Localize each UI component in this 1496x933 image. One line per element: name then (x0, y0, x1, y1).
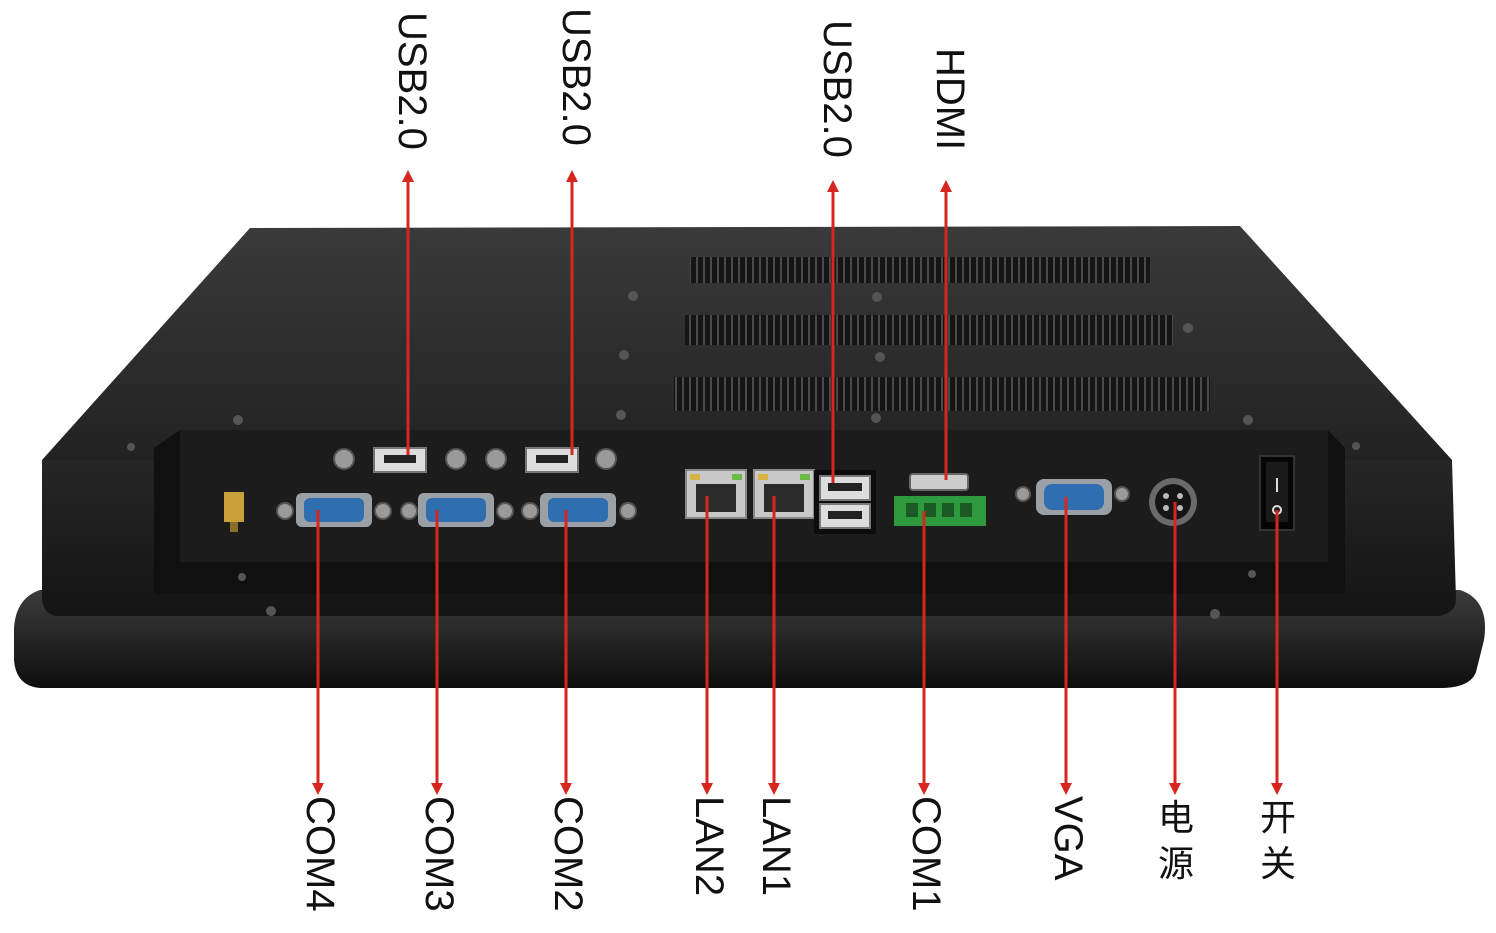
power-jack (1149, 478, 1197, 526)
com1-terminal (894, 496, 986, 526)
label-switch: 开关 (1259, 798, 1296, 885)
label-com2: COM2 (546, 796, 590, 912)
usb-port-1 (373, 447, 427, 473)
vent-row-1 (690, 257, 1150, 283)
label-lan1: LAN1 (754, 796, 798, 897)
antenna-connector (224, 492, 244, 532)
com4-port (296, 493, 372, 527)
front-screws (238, 570, 1256, 619)
lan1-port (753, 469, 815, 519)
label-vga: VGA (1046, 796, 1090, 881)
label-com3: COM3 (417, 796, 461, 912)
vent-row-3 (674, 377, 1210, 411)
label-power: 电源 (1157, 798, 1194, 885)
label-com1: COM1 (904, 796, 948, 912)
panel-thumbscrews (276, 448, 1130, 520)
label-usb-1: USB2.0 (390, 12, 434, 150)
hdmi-port (909, 473, 969, 491)
usb-port-stack (814, 470, 876, 534)
top-screws (127, 291, 1360, 451)
label-com4: COM4 (298, 796, 342, 912)
com3-port (418, 493, 494, 527)
vent-row-2 (685, 315, 1173, 345)
label-usb-2: USB2.0 (554, 8, 598, 146)
label-hdmi: HDMI (928, 48, 972, 151)
com2-port (540, 493, 616, 527)
vga-port (1036, 479, 1112, 515)
lan2-port (685, 469, 747, 519)
label-lan2: LAN2 (687, 796, 731, 897)
callout-arrows (312, 170, 1283, 795)
label-usb-3: USB2.0 (815, 20, 859, 158)
